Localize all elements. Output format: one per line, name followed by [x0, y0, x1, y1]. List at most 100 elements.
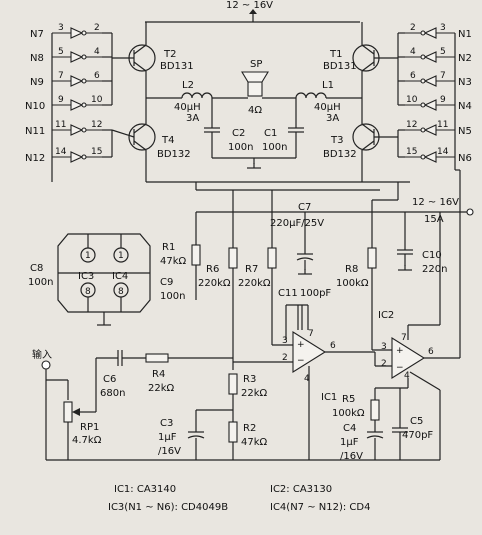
opamp-ic2 [391, 337, 426, 379]
c6-name: C6 [103, 374, 116, 385]
svg-text:4: 4 [404, 371, 410, 381]
svg-text:4: 4 [410, 47, 416, 57]
transistor-t1 [352, 22, 398, 72]
svg-text:9: 9 [58, 95, 64, 105]
r3-value: 22kΩ [241, 388, 268, 399]
n2-label: N2 [458, 53, 472, 64]
speaker-name: SP [250, 59, 262, 70]
l1-name: L1 [322, 80, 334, 91]
resistor-r6 [228, 247, 238, 269]
r8-value: 100kΩ [336, 278, 369, 289]
c4-rating: /16V [340, 451, 363, 462]
svg-text:15: 15 [91, 147, 102, 157]
rp1-name: RP1 [80, 422, 99, 433]
svg-text:4: 4 [94, 47, 100, 57]
svg-text:7: 7 [308, 329, 314, 339]
svg-text:10: 10 [91, 95, 103, 105]
svg-text:12: 12 [91, 120, 102, 130]
ground-icon [96, 319, 112, 326]
ic4-label: IC4 [112, 271, 128, 282]
svg-text:14: 14 [437, 147, 449, 157]
svg-text:5: 5 [440, 47, 446, 57]
rp1-value: 4.7kΩ [72, 435, 102, 446]
potentiometer-rp1 [63, 401, 73, 423]
parts-ic4: IC4(N7 ~ N12): CD4 [270, 502, 370, 513]
svg-text:2: 2 [410, 23, 416, 33]
resistor-r2 [228, 421, 238, 443]
c8-name: C8 [30, 263, 43, 274]
t4-name: T4 [161, 135, 174, 146]
n5-label: N5 [458, 126, 472, 137]
l1-value: 40μH [314, 102, 341, 113]
supply-right-label: 12 ~ 16V [412, 197, 459, 208]
c3-rating: /16V [158, 446, 181, 457]
ground-icon [397, 264, 413, 271]
c8-value: 100n [28, 277, 53, 288]
c7-name: C7 [298, 202, 311, 213]
svg-text:12: 12 [406, 120, 417, 130]
svg-text:1: 1 [85, 251, 91, 261]
svg-text:11: 11 [55, 120, 66, 130]
svg-text:3: 3 [58, 23, 64, 33]
c9-name: C9 [160, 277, 173, 288]
wiper-arrow-icon [72, 408, 80, 416]
r3-name: R3 [243, 374, 256, 385]
svg-text:15: 15 [406, 147, 417, 157]
c4-value: 1μF [340, 437, 359, 448]
r7-name: R7 [245, 264, 258, 275]
svg-text:+: + [396, 346, 404, 356]
c2-value: 100n [228, 142, 253, 153]
n12-label: N12 [25, 153, 45, 164]
svg-text:3: 3 [381, 342, 387, 352]
supply-terminal [466, 208, 474, 216]
t3-part: BD132 [323, 149, 357, 160]
input-label: 输入 [32, 348, 52, 361]
r1-value: 47kΩ [160, 256, 187, 267]
resistor-r3 [228, 373, 238, 395]
n11-label: N11 [25, 126, 45, 137]
l2-value: 40μH [174, 102, 201, 113]
r5-value: 100kΩ [332, 408, 365, 419]
r1-name: R1 [162, 242, 175, 253]
r2-name: R2 [243, 423, 256, 434]
n8-label: N8 [30, 53, 44, 64]
c11-name: C11 [278, 288, 298, 299]
svg-text:10: 10 [406, 95, 418, 105]
t2-name: T2 [163, 49, 176, 60]
ground-icon [246, 162, 262, 169]
c10-value: 220n [422, 264, 447, 275]
svg-text:8: 8 [85, 287, 91, 297]
n1-label: N1 [458, 29, 472, 40]
c1-name: C1 [264, 128, 277, 139]
svg-text:7: 7 [401, 333, 407, 343]
svg-text:2: 2 [94, 23, 100, 33]
svg-text:−: − [396, 363, 404, 373]
svg-text:8: 8 [118, 287, 124, 297]
ic3-label: IC3 [78, 271, 94, 282]
speaker-value: 4Ω [248, 105, 262, 116]
t1-part: BD131 [323, 61, 357, 72]
r8-name: R8 [345, 264, 358, 275]
t4-part: BD132 [157, 149, 191, 160]
t2-part: BD131 [160, 61, 194, 72]
n10-label: N10 [25, 101, 45, 112]
svg-text:6: 6 [410, 71, 416, 81]
svg-text:5: 5 [58, 47, 64, 57]
inductor-l2 [181, 92, 213, 99]
l2-name: L2 [182, 80, 194, 91]
svg-text:9: 9 [440, 95, 446, 105]
svg-text:6: 6 [428, 347, 434, 357]
n6-label: N6 [458, 153, 472, 164]
supply-arrow-icon [249, 9, 257, 14]
transistor-t3 [352, 123, 398, 182]
svg-text:2: 2 [282, 353, 288, 363]
t1-name: T1 [329, 49, 342, 60]
resistor-r7 [267, 247, 277, 269]
svg-text:6: 6 [94, 71, 100, 81]
l1-rating: 3A [326, 113, 339, 124]
transistor-t2 [112, 22, 156, 72]
svg-text:3: 3 [282, 336, 288, 346]
c4-name: C4 [343, 423, 356, 434]
parts-ic1: IC1: CA3140 [114, 484, 176, 495]
parts-ic2: IC2: CA3130 [270, 484, 332, 495]
